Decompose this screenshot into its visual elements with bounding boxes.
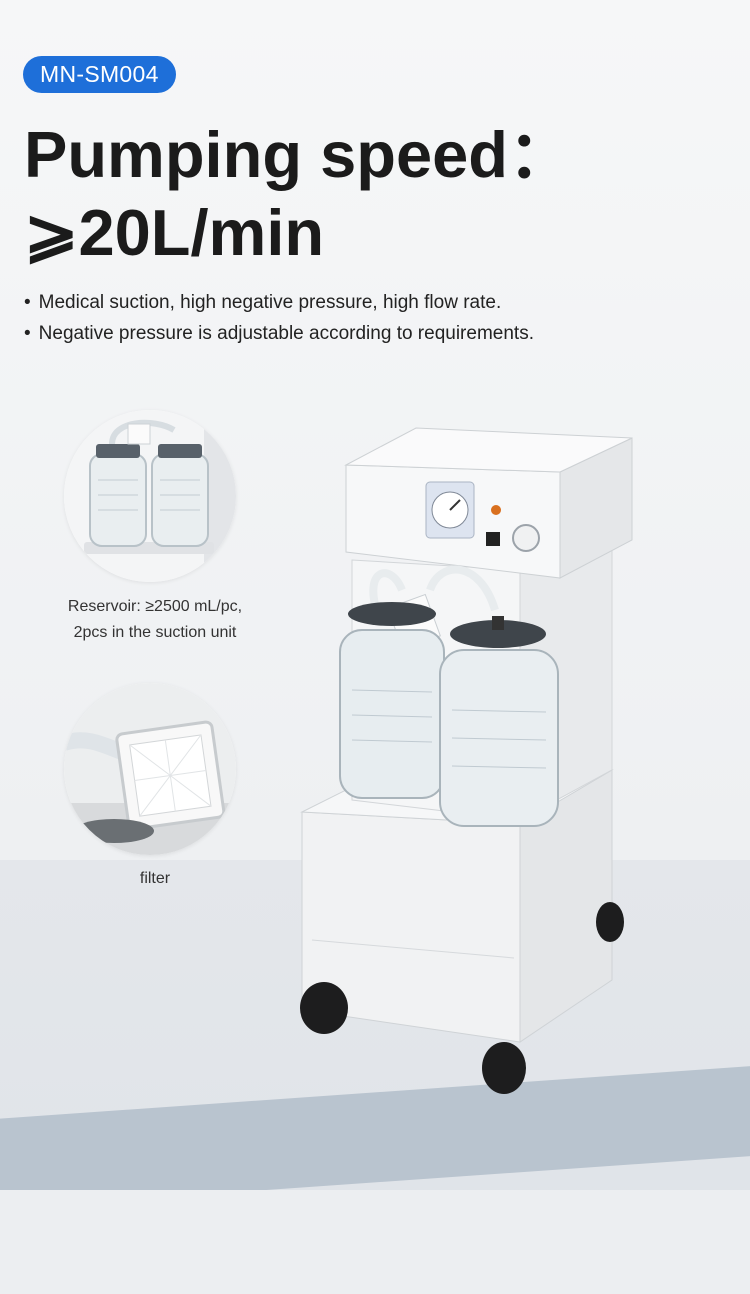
reservoir-caption: Reservoir: ≥2500 mL/pc, 2pcs in the suct… [67,598,243,641]
filter-caption: filter [139,870,171,887]
headline-line-2: ⩾20L/min [24,196,325,269]
model-badge: MN-SM004 [23,56,176,93]
bullet-item: •Negative pressure is adjustable accordi… [24,323,534,344]
feature-bullets: •Medical suction, high negative pressure… [24,287,534,349]
bullet-item: •Medical suction, high negative pressure… [24,292,502,313]
headline-line-1: Pumping speed： [24,118,573,191]
filter-detail-image [64,683,236,855]
suction-unit-image [300,427,633,1094]
headline: Pumping speed： ⩾20L/min [24,116,573,272]
reservoir-detail-image [64,410,236,582]
background-bottom [0,1190,750,1294]
